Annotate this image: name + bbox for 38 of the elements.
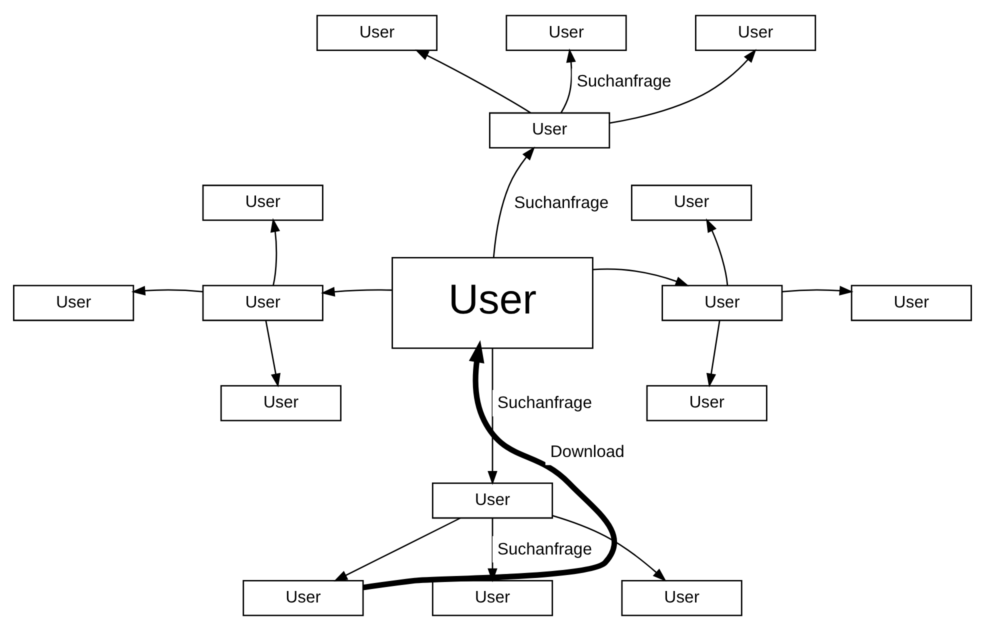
arrow <box>270 218 280 285</box>
edge-label: Suchanfrage <box>497 538 592 558</box>
arrow <box>560 48 576 113</box>
node-box: User <box>220 384 342 421</box>
node-box: User <box>202 184 324 220</box>
arrow <box>706 320 720 387</box>
node-box: User <box>432 579 554 616</box>
arrow <box>265 320 281 387</box>
edge-label: Suchanfrage <box>514 192 609 212</box>
arrow <box>414 49 532 113</box>
arrow <box>552 514 666 582</box>
edge-label: Suchanfrage <box>576 71 672 90</box>
node-box: User <box>695 14 816 51</box>
arrow <box>782 285 854 296</box>
arrow <box>488 348 498 484</box>
arrow <box>334 516 461 581</box>
arrow <box>592 268 690 286</box>
edge-label: Suchanfrage <box>497 392 592 412</box>
arrow <box>492 146 536 258</box>
node-box: User <box>506 14 627 51</box>
arrow <box>706 218 728 285</box>
node-box: User <box>850 284 972 321</box>
node-box: User <box>621 579 742 616</box>
arrow <box>609 48 756 124</box>
arrow <box>362 340 617 590</box>
arrow <box>131 285 203 296</box>
node-box: User <box>662 284 783 321</box>
node-box: User <box>432 482 554 518</box>
edge-label: Download <box>550 441 624 460</box>
node-box: User <box>646 384 768 421</box>
node-box: User <box>630 184 752 220</box>
node-box: User <box>202 284 324 321</box>
node-box: User <box>392 256 594 348</box>
node-box: User <box>489 112 610 148</box>
node-box: User <box>13 284 134 321</box>
arrow <box>320 286 392 296</box>
node-box: User <box>242 579 364 616</box>
node-box: User <box>316 14 438 51</box>
